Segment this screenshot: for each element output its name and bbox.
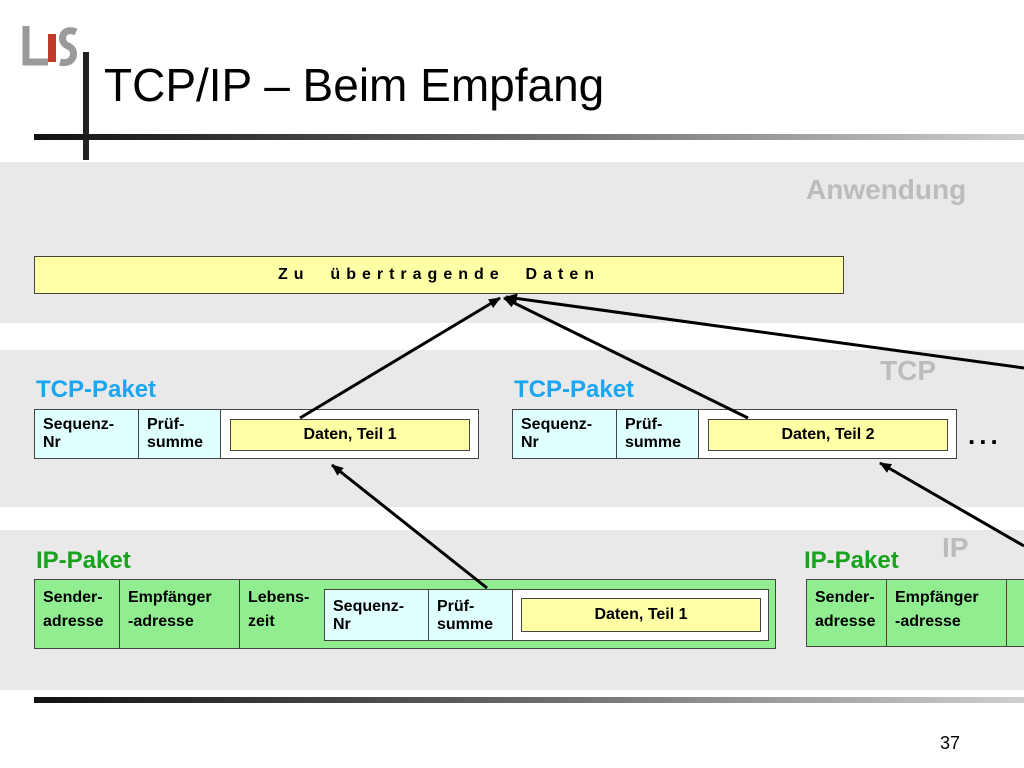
ip-packet: Sender- adresse Empfänger -adresse Leben… <box>34 579 776 649</box>
sender-address-field: Sender- adresse <box>807 580 887 646</box>
arrow-tcp-part1-to-data <box>299 296 501 420</box>
checksum-field: Prüf- summe <box>617 410 699 458</box>
arrow-ip-to-tcp-part1 <box>331 463 488 590</box>
footer-divider <box>34 697 1024 703</box>
tcp-packet-title: TCP-Paket <box>514 376 635 403</box>
receiver-address-field: Empfänger -adresse <box>887 580 1007 646</box>
data-part-field: Daten, Teil 1 <box>230 419 470 451</box>
checksum-field: Prüf- summe <box>139 410 221 458</box>
sender-address-field: Sender- adresse <box>35 580 120 648</box>
transfer-data-bar: Zu übertragende Daten <box>34 256 844 294</box>
tcp-packet-title: TCP-Paket <box>36 376 157 403</box>
page-number: 37 <box>940 733 961 753</box>
tcp-packet: Sequenz- Nr Prüf- summe Daten, Teil 2 <box>512 409 957 459</box>
layer-label-tcp: TCP <box>880 355 936 386</box>
title-divider <box>34 134 1024 140</box>
checksum-field: Prüf- summe <box>429 590 513 640</box>
data-part-field: Daten, Teil 1 <box>521 598 761 632</box>
ip-packet: Sender- adresse Empfänger -adresse <box>806 579 1024 647</box>
slide-title: TCP/IP – Beim Empfang <box>104 59 605 111</box>
ip-packet-title: IP-Paket <box>36 547 131 574</box>
time-to-live-field: Lebens- zeit <box>248 589 310 630</box>
sequence-number-field: Sequenz- Nr <box>513 410 617 458</box>
receiver-address-field: Empfänger -adresse <box>120 580 240 648</box>
embedded-tcp-packet: Sequenz- Nr Prüf- summe Daten, Teil 1 <box>324 589 769 641</box>
sequence-number-field: Sequenz- Nr <box>325 590 429 640</box>
data-part-field: Daten, Teil 2 <box>708 419 948 451</box>
layer-label-application: Anwendung <box>806 174 967 205</box>
sequence-number-field: Sequenz- Nr <box>35 410 139 458</box>
arrow-tcp-part2-to-data <box>503 296 749 420</box>
ip-packet-title: IP-Paket <box>804 547 899 574</box>
lis-logo <box>22 26 78 67</box>
tcp-packet: Sequenz- Nr Prüf- summe Daten, Teil 1 <box>34 409 479 459</box>
more-packets-ellipsis: ... <box>968 420 1002 450</box>
layer-label-ip: IP <box>942 532 969 563</box>
arrow-ip2-to-tcp-part2 <box>879 461 1024 548</box>
arrow-offscreen-to-data <box>505 293 1024 370</box>
title-vertical-bar <box>83 52 89 160</box>
